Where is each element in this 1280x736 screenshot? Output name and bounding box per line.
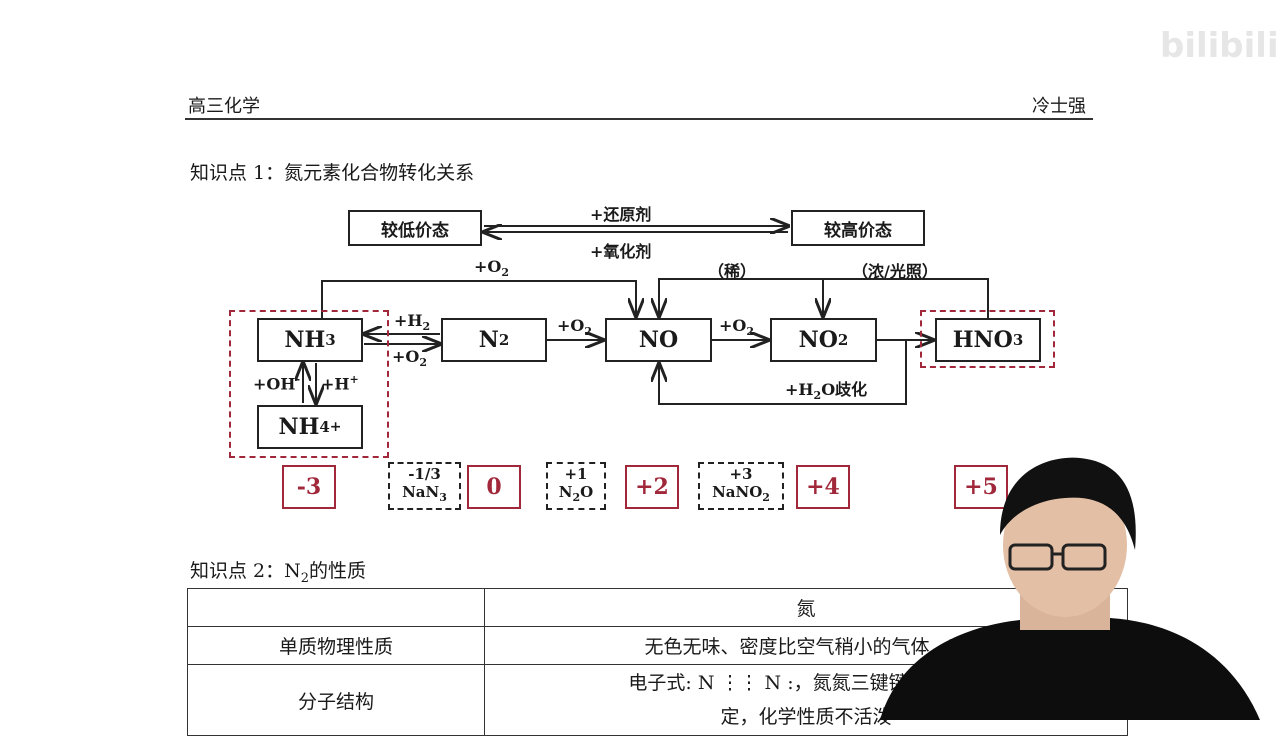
n2o-state: +1 [564,465,588,483]
nano2-state: +3 [729,465,753,483]
label-h2o-disproportionation: +H2O歧化 [785,380,868,403]
header-divider [185,118,1093,120]
label-h2: +H2 [394,311,431,334]
label-h-plus: +H+ [321,373,359,394]
label-o2-nh3: +O2 [392,347,427,370]
n2-text: N [478,327,499,353]
kp1-title: 知识点 1：氮元素化合物转化关系 [190,162,475,184]
reducing-agent-label: +还原剂 [590,205,652,224]
compound-nano2: +3 NaNO2 [698,462,784,510]
nh4-superscript: + [329,419,342,435]
no-text: NO [638,327,679,353]
nh3-group-frame [229,310,389,458]
label-conc-light: （浓/光照） [852,262,938,281]
n2o-formula: N2O [558,483,594,504]
nh4-text: NH [278,414,320,440]
lower-valence-box: 较低价态 [348,210,482,246]
nh3-subscript: 3 [325,331,336,349]
nano2-formula: NaNO2 [712,483,770,504]
species-no: NO [605,318,712,362]
compound-nan3: -1/3 NaN3 [388,462,461,510]
subject-header: 高三化学 [188,96,260,117]
label-o2-no: +O2 [719,316,754,339]
oxidizing-agent-label: +氧化剂 [590,242,652,261]
label-o2-n2: +O2 [557,316,592,339]
state-zero: 0 [467,465,521,509]
hno3-text: HNO [952,327,1013,353]
no2-subscript: 2 [837,331,849,349]
reaction-arrows [0,0,989,405]
nh4-subscript: 4 [319,418,330,436]
compound-n2o: +1 N2O [546,462,606,510]
row-structure-label: 分子结构 [187,664,485,736]
label-dilute: （稀） [708,262,757,281]
higher-valence-box: 较高价态 [791,210,925,246]
hno3-subscript: 3 [1012,331,1024,349]
bilibili-logo: bilibili [1160,26,1279,66]
kp2-title: 知识点 2：N2的性质 [190,560,367,586]
label-oh: +OH- [253,373,301,394]
no2-text: NO [798,327,838,353]
nh3-text: NH [284,327,326,353]
teacher-name: 冷士强 [1032,96,1086,117]
hno3-group-frame [920,310,1055,368]
n2-subscript: 2 [498,331,510,349]
label-o2-top: +O2 [474,257,509,280]
state-minus3: -3 [282,465,336,509]
row-physical-label: 单质物理性质 [187,626,485,665]
state-plus2: +2 [625,465,679,509]
table-header-empty [187,588,485,627]
presenter-webcam [880,457,1260,720]
nan3-formula: NaN3 [402,483,447,504]
state-plus5: +5 [954,465,1008,509]
nan3-state: -1/3 [408,465,441,483]
state-plus4: +4 [796,465,850,509]
